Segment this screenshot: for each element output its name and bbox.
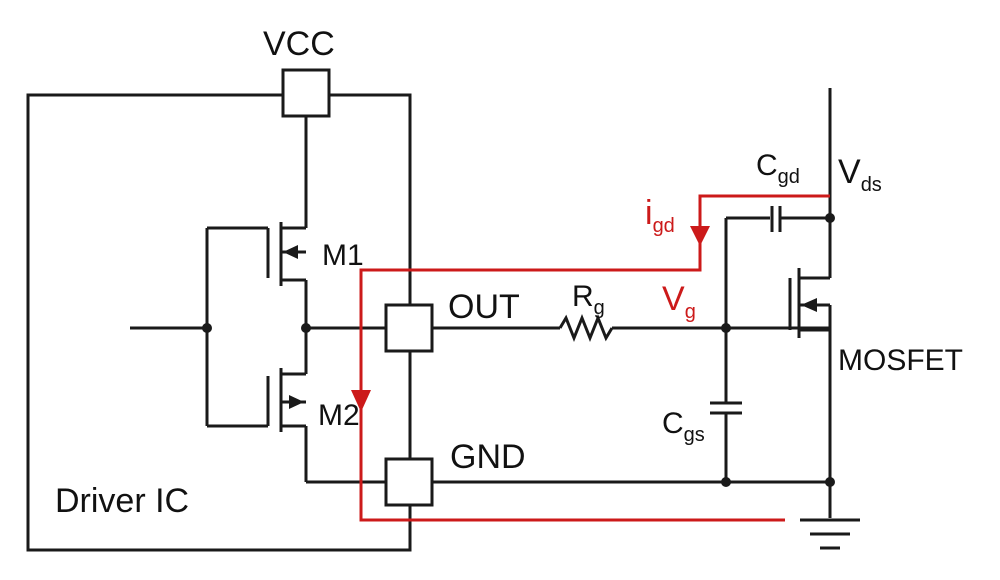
vds-label: Vds	[838, 153, 882, 196]
vcc-pin	[281, 68, 331, 118]
mosfet-label: MOSFET	[838, 344, 963, 377]
m2-transistor	[266, 326, 308, 482]
m1-transistor	[266, 222, 308, 326]
rg-label: Rg	[572, 280, 605, 319]
vcc-label: VCC	[263, 25, 335, 63]
gate-resistor	[558, 313, 614, 343]
cgd-label: Cgd	[756, 149, 800, 188]
igd-current-path	[351, 194, 830, 522]
gnd-label: GND	[450, 438, 526, 476]
gnd-pin	[384, 457, 434, 507]
power-mosfet	[788, 268, 830, 338]
driver-ic-label: Driver IC	[55, 482, 189, 520]
out-label: OUT	[448, 288, 520, 326]
cgs-label: Cgs	[662, 407, 705, 446]
igd-label: igd	[645, 194, 675, 237]
out-pin	[384, 303, 434, 353]
m1-label: M1	[322, 239, 364, 272]
ground-icon	[800, 518, 860, 550]
m2-label: M2	[318, 399, 360, 432]
vg-label: Vg	[662, 280, 696, 323]
